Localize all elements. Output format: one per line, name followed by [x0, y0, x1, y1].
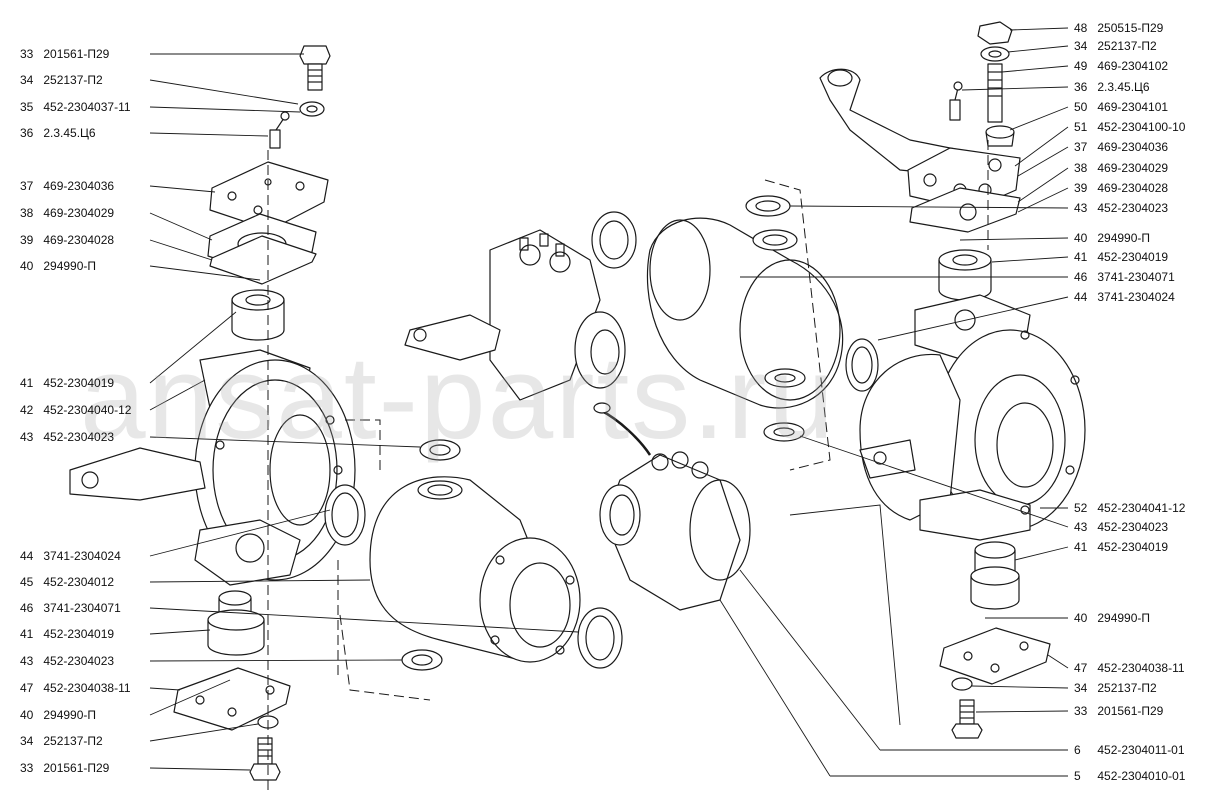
part-label: 44 3741-2304024 — [20, 549, 121, 563]
left-washer-top — [299, 101, 325, 117]
part-label: 38 469-2304029 — [1074, 161, 1169, 175]
left-bolt-lower — [249, 737, 281, 781]
part-label: 5 452-2304010-01 — [1074, 769, 1186, 783]
right-lower-plate — [939, 627, 1051, 685]
part-label: 39 469-2304028 — [1074, 181, 1169, 195]
part-label: 39 469-2304028 — [20, 233, 115, 247]
part-label: 40 294990-П — [20, 708, 97, 722]
right-bolt-lower — [951, 699, 983, 739]
part-label: 41 452-2304019 — [1074, 540, 1169, 554]
left-bushing-upper — [231, 289, 285, 341]
part-label: 6 452-2304011-01 — [1074, 743, 1185, 757]
part-label: 40 294990-П — [20, 259, 97, 273]
part-label: 50 469-2304101 — [1074, 100, 1169, 114]
part-label: 38 469-2304029 — [20, 206, 115, 220]
left-grease-fitting — [269, 111, 290, 149]
center-seal — [591, 211, 637, 269]
center-seal-ring — [845, 338, 879, 392]
right-grease-fitting — [949, 81, 963, 121]
center-axle-housing — [646, 217, 844, 409]
part-label: 46 3741-2304071 — [1074, 270, 1175, 284]
left-oil-seal — [577, 607, 623, 669]
part-label: 37 469-2304036 — [20, 179, 115, 193]
part-label: 33 201561-П29 — [20, 761, 110, 775]
part-label: 43 452-2304023 — [20, 430, 115, 444]
part-label: 34 252137-П2 — [1074, 39, 1157, 53]
left-washer-b — [401, 649, 443, 671]
right-cone-bushing — [985, 125, 1015, 147]
center-knuckle-lower — [593, 402, 751, 611]
part-label: 34 252137-П2 — [20, 734, 103, 748]
part-label: 33 201561-П29 — [20, 47, 110, 61]
part-label: 51 452-2304100-10 — [1074, 120, 1186, 134]
part-label: 43 452-2304023 — [1074, 201, 1169, 215]
part-label: 35 452-2304037-11 — [20, 100, 131, 114]
part-label: 41 452-2304019 — [20, 627, 115, 641]
right-washer-top — [980, 46, 1010, 62]
part-label: 34 252137-П2 — [20, 73, 103, 87]
center-washer-b — [763, 422, 805, 442]
right-gasket — [909, 187, 1021, 233]
right-nut-top — [977, 21, 1013, 45]
left-seal-ring — [324, 484, 366, 546]
part-label: 41 452-2304019 — [1074, 250, 1169, 264]
part-label: 34 252137-П2 — [1074, 681, 1157, 695]
right-washer-lower — [951, 677, 973, 691]
leader-lines — [149, 27, 1069, 777]
part-label: 44 3741-2304024 — [1074, 290, 1175, 304]
left-cover-plate — [209, 161, 329, 231]
part-label: 45 452-2304012 — [20, 575, 115, 589]
part-label: 47 452-2304038-11 — [20, 681, 131, 695]
left-shim — [209, 235, 317, 285]
part-label: 52 452-2304041-12 — [1074, 501, 1186, 515]
part-label: 40 294990-П — [1074, 611, 1151, 625]
part-label: 43 452-2304023 — [1074, 520, 1169, 534]
center-washer-a — [745, 195, 791, 217]
left-lower-plate — [173, 667, 291, 731]
right-bushing-lower — [970, 541, 1020, 610]
right-stud — [987, 63, 1003, 123]
left-bushing-lower — [207, 590, 265, 656]
part-label: 41 452-2304019 — [20, 376, 115, 390]
part-label: 49 469-2304102 — [1074, 59, 1169, 73]
part-label: 47 452-2304038-11 — [1074, 661, 1185, 675]
right-steering-arm — [819, 68, 961, 176]
left-pivot-housing — [369, 476, 581, 663]
left-steering-knuckle — [69, 349, 356, 586]
part-label: 36 2.3.45.Ц6 — [1074, 80, 1150, 94]
right-bushing-upper — [938, 249, 992, 301]
part-label: 37 469-2304036 — [1074, 140, 1169, 154]
part-label: 48 250515-П29 — [1074, 21, 1164, 35]
part-label: 46 3741-2304071 — [20, 601, 121, 615]
part-label: 36 2.3.45.Ц6 — [20, 126, 96, 140]
left-washer-a — [419, 439, 461, 461]
part-label: 40 294990-П — [1074, 231, 1151, 245]
left-bolt-top — [299, 45, 331, 91]
center-knuckle-top — [404, 229, 626, 401]
part-label: 33 201561-П29 — [1074, 704, 1164, 718]
part-label: 43 452-2304023 — [20, 654, 115, 668]
right-steering-knuckle — [859, 294, 1086, 541]
part-label: 42 452-2304040-12 — [20, 403, 132, 417]
